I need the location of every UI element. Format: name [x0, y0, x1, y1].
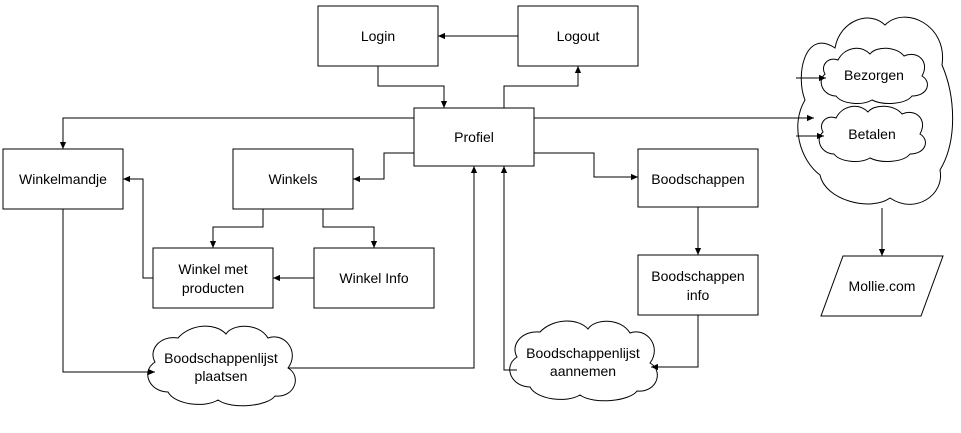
boodschappen-node: Boodschappen	[637, 148, 759, 208]
login-node: Login	[317, 5, 439, 67]
edge-profiel-to-winkels	[353, 152, 414, 183]
winkel-met-producten-label-line2: producten	[182, 280, 244, 296]
edge-aannemen-to-profiel	[500, 166, 517, 371]
betalen-label: Betalen	[848, 126, 895, 142]
logout-label: Logout	[557, 28, 600, 44]
boodschappenlijst-plaatsen-node: Boodschappenlijst plaatsen	[147, 325, 296, 407]
edge-winkelmandje-to-plaatsen	[62, 209, 155, 376]
boodschappenlijst-aannemen-label-line2: aannemen	[550, 363, 616, 379]
winkelmandje-node: Winkelmandje	[2, 148, 124, 210]
edge-profiel-to-boodschappen	[534, 152, 638, 181]
winkel-info-node: Winkel Info	[313, 247, 435, 309]
winkelmandje-label: Winkelmandje	[19, 171, 107, 187]
boodschappen-info-label-line2: info	[687, 287, 710, 303]
logout-node: Logout	[517, 5, 639, 67]
edge-login-to-profiel	[377, 66, 448, 108]
edge-profiel-to-logout	[503, 66, 582, 108]
betalen-node: Betalen	[818, 105, 926, 162]
bezorgen-node: Bezorgen	[820, 47, 928, 104]
boodschappenlijst-aannemen-label-line1: Boodschappenlijst	[526, 345, 640, 361]
mollie-node: Mollie.com	[820, 255, 944, 317]
boodschappenlijst-plaatsen-label-line1: Boodschappenlijst	[164, 350, 278, 366]
winkel-met-producten-node: Winkel met producten	[152, 247, 274, 309]
edge-winkels-to-winkel-info	[322, 209, 378, 248]
boodschappenlijst-plaatsen-label-line2: plaatsen	[195, 368, 248, 384]
edge-winkel-met-producten-to-winkelmandje	[122, 175, 153, 279]
boodschappenlijst-aannemen-node: Boodschappenlijst aannemen	[509, 320, 658, 402]
winkel-info-label: Winkel Info	[339, 270, 408, 286]
boodschappen-info-node: Boodschappen info	[637, 254, 759, 316]
winkels-node: Winkels	[232, 148, 354, 210]
boodschappen-info-label-line1: Boodschappen	[651, 268, 744, 284]
bezorgen-label: Bezorgen	[844, 67, 904, 83]
login-label: Login	[361, 28, 395, 44]
profiel-node: Profiel	[413, 107, 535, 167]
edge-boodschappen-info-to-aannemen	[651, 315, 699, 371]
mollie-label: Mollie.com	[849, 278, 916, 294]
edge-profiel-to-winkelmandje	[59, 117, 414, 149]
winkel-met-producten-label-line1: Winkel met	[178, 261, 247, 277]
profiel-label: Profiel	[454, 129, 494, 145]
boodschappen-label: Boodschappen	[651, 171, 744, 187]
edge-plaatsen-to-profiel	[288, 166, 478, 369]
winkels-label: Winkels	[268, 171, 317, 187]
edge-winkels-to-winkel-met-producten	[209, 209, 264, 248]
